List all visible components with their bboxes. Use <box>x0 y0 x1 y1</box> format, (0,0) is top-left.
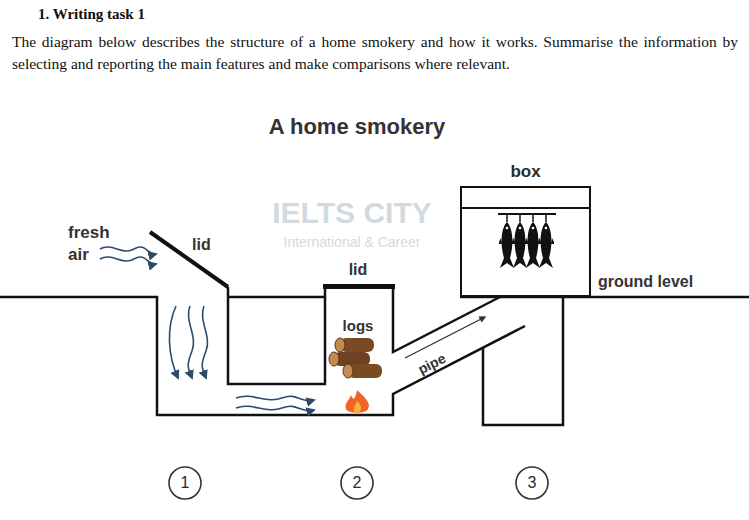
air-arrows <box>100 247 314 411</box>
ground-line <box>591 296 749 299</box>
shaft-outline <box>483 297 563 425</box>
drawing-part <box>329 352 339 366</box>
lid-two <box>323 284 395 289</box>
air-arrow <box>100 257 156 264</box>
callout-ring <box>516 467 548 499</box>
watermark: International & Career <box>284 234 421 250</box>
smoking-box: box <box>460 160 591 297</box>
fish-picture <box>498 214 556 268</box>
log <box>343 364 382 378</box>
callout-circle: 1 <box>168 466 202 500</box>
air-arrow <box>100 247 156 254</box>
ground-label: ground level <box>598 273 693 291</box>
logs-picture <box>329 338 382 378</box>
callout-ring <box>169 467 201 499</box>
task-heading: 1. Writing task 1 <box>38 6 145 23</box>
air-label: fresh air <box>68 222 116 266</box>
box-header-line <box>461 207 590 209</box>
air-arrow <box>188 306 193 378</box>
box-label: box <box>460 160 591 186</box>
drawing-part <box>335 338 345 352</box>
fire-picture <box>346 390 369 413</box>
inner-wall <box>228 287 325 384</box>
air-arrow <box>236 396 314 401</box>
drawing-part <box>346 390 369 413</box>
callout-circle: 2 <box>340 466 374 500</box>
part-label: lid <box>349 261 368 279</box>
log <box>335 338 374 352</box>
callout-number: 3 <box>528 474 537 492</box>
callout-circle: 3 <box>515 466 549 500</box>
air-arrow <box>202 306 207 378</box>
smoke-arrow <box>405 317 485 358</box>
ground-line <box>228 296 325 299</box>
part-label: logs <box>343 317 374 334</box>
drawing-part <box>343 364 353 378</box>
air-arrow <box>236 406 314 411</box>
air-arrow <box>169 306 178 378</box>
callout-number: 1 <box>181 474 190 492</box>
smokery-outline <box>0 287 749 425</box>
callout-ring <box>341 467 373 499</box>
diagram-title: A home smokery <box>269 114 445 140</box>
task-prompt: The diagram below describes the structur… <box>12 31 738 75</box>
box-frame <box>461 187 590 296</box>
part-label: pipe <box>415 350 449 377</box>
fish <box>537 214 555 268</box>
chamber-outline <box>0 297 525 415</box>
lid-one <box>150 232 228 287</box>
part-label: lid <box>192 236 211 254</box>
callout-number: 2 <box>353 474 362 492</box>
drawing-part <box>354 401 361 413</box>
watermark: IELTS CITY <box>272 196 431 230</box>
